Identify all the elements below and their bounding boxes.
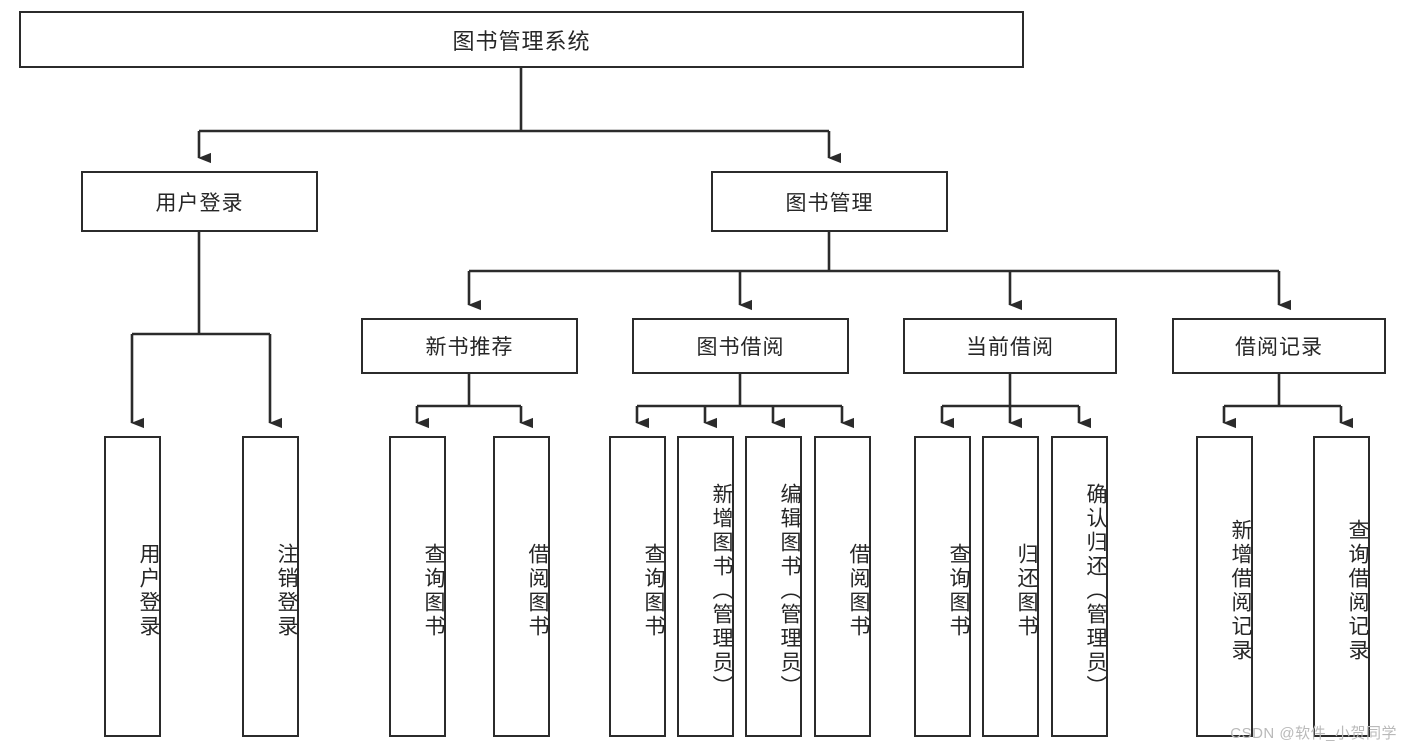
leaf-user-login-signout[interactable]: 注销登录 [242,436,299,737]
leaf-book-borrow-add[interactable]: 新增图书（管理员） [677,436,734,737]
leaf-book-borrow-borrow[interactable]: 借阅图书 [814,436,871,737]
leaf-book-borrow-query[interactable]: 查询图书 [609,436,666,737]
node-book-management[interactable]: 图书管理 [711,171,948,232]
watermark: CSDN @软件_小贺同学 [1230,725,1397,742]
leaf-current-borrow-return[interactable]: 归还图书 [982,436,1039,737]
leaf-current-borrow-query[interactable]: 查询图书 [914,436,971,737]
node-borrow-record[interactable]: 借阅记录 [1172,318,1386,374]
leaf-book-borrow-edit[interactable]: 编辑图书（管理员） [745,436,802,737]
leaf-current-borrow-confirm[interactable]: 确认归还（管理员） [1051,436,1108,737]
leaf-user-login-signin[interactable]: 用户登录 [104,436,161,737]
leaf-new-book-borrow[interactable]: 借阅图书 [493,436,550,737]
leaf-borrow-record-query[interactable]: 查询借阅记录 [1313,436,1370,737]
leaf-new-book-query[interactable]: 查询图书 [389,436,446,737]
node-book-borrow[interactable]: 图书借阅 [632,318,849,374]
leaf-borrow-record-add[interactable]: 新增借阅记录 [1196,436,1253,737]
node-root-system[interactable]: 图书管理系统 [19,11,1024,68]
node-current-borrow[interactable]: 当前借阅 [903,318,1117,374]
node-new-book-recommend[interactable]: 新书推荐 [361,318,578,374]
node-user-login[interactable]: 用户登录 [81,171,318,232]
